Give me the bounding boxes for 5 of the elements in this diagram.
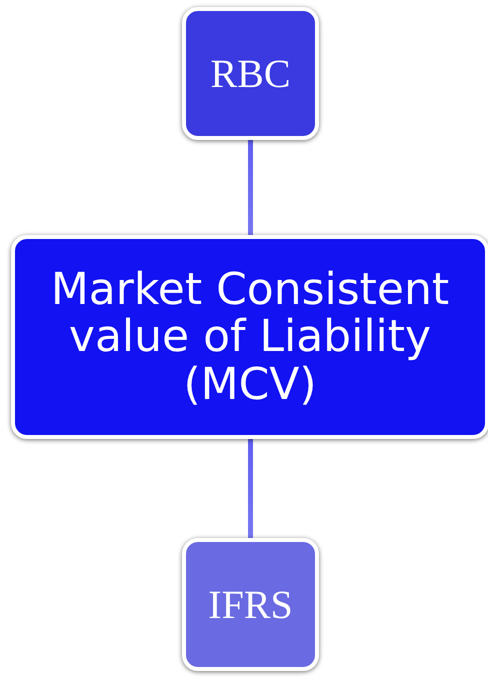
connector-line [248, 439, 253, 538]
connector-line [248, 140, 253, 235]
node-label: IFRS [208, 582, 293, 626]
node-label: Market Consistent value of Liability (MCV) [50, 266, 450, 408]
node-label: RBC [210, 52, 291, 96]
